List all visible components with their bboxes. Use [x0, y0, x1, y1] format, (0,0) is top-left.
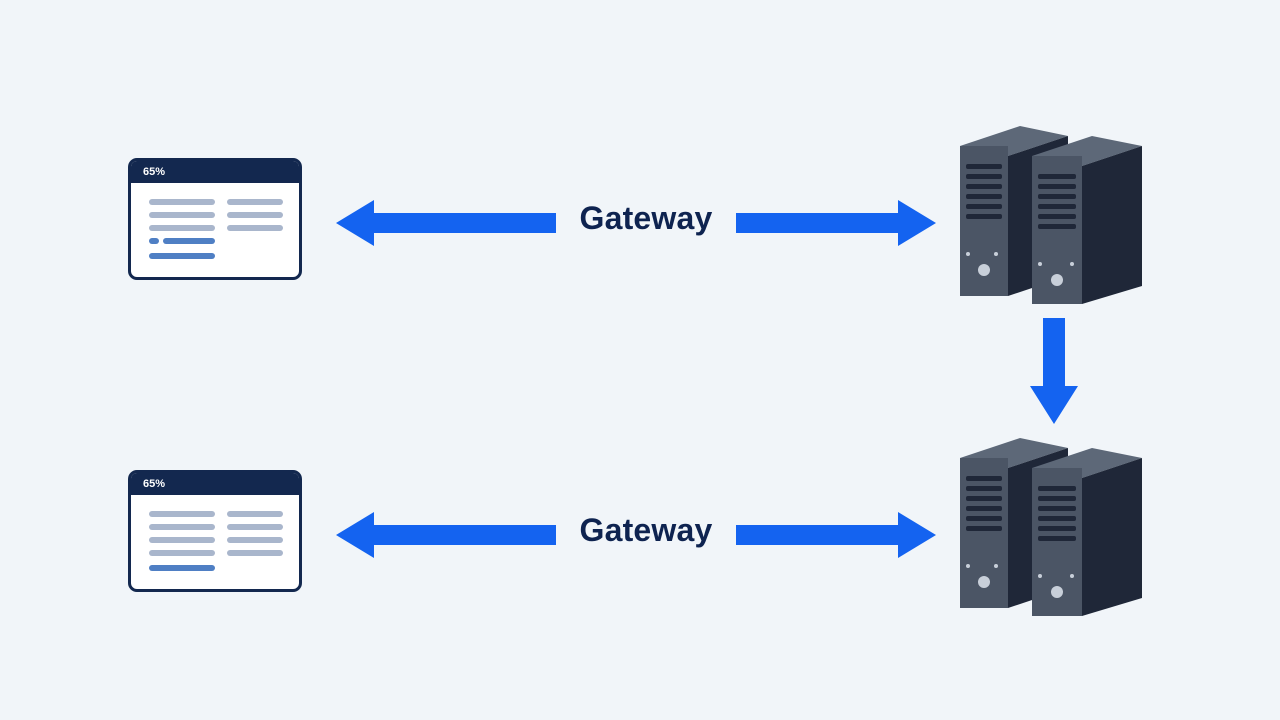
window-percent-label: 65% — [143, 478, 166, 490]
right-arrow-icon — [736, 512, 936, 558]
action-line — [149, 253, 215, 259]
down-arrow-icon — [1030, 318, 1078, 424]
right-arrow-icon — [736, 200, 936, 246]
window-percent-label: 65% — [143, 166, 166, 178]
content-line — [149, 524, 215, 530]
left-arrow-icon — [336, 200, 556, 246]
content-line — [227, 225, 283, 231]
server-pair-icon — [960, 126, 1142, 304]
content-line — [149, 537, 215, 543]
content-line — [227, 212, 283, 218]
content-line — [227, 550, 283, 556]
client-window-2: 65% — [128, 470, 302, 592]
content-line — [149, 511, 215, 517]
content-line — [227, 199, 283, 205]
window-content — [131, 183, 299, 277]
gateway-label: Gateway — [579, 200, 713, 236]
window-titlebar: 65% — [131, 473, 299, 495]
window-content — [131, 495, 299, 589]
content-line — [227, 511, 283, 517]
progress-marker — [149, 238, 159, 244]
content-line — [149, 225, 215, 231]
left-arrow-icon — [336, 512, 556, 558]
flow-row-1: 65% Gateway — [0, 126, 1280, 304]
content-line — [149, 199, 215, 205]
content-line — [149, 550, 215, 556]
content-line — [227, 537, 283, 543]
progress-line — [163, 238, 215, 244]
client-window-1: 65% — [128, 158, 302, 280]
gateway-label: Gateway — [579, 512, 713, 548]
action-line — [149, 565, 215, 571]
window-titlebar: 65% — [131, 161, 299, 183]
content-line — [227, 524, 283, 530]
flow-row-2: 65% Gateway — [0, 438, 1280, 616]
server-pair-icon — [960, 438, 1142, 616]
content-line — [149, 212, 215, 218]
